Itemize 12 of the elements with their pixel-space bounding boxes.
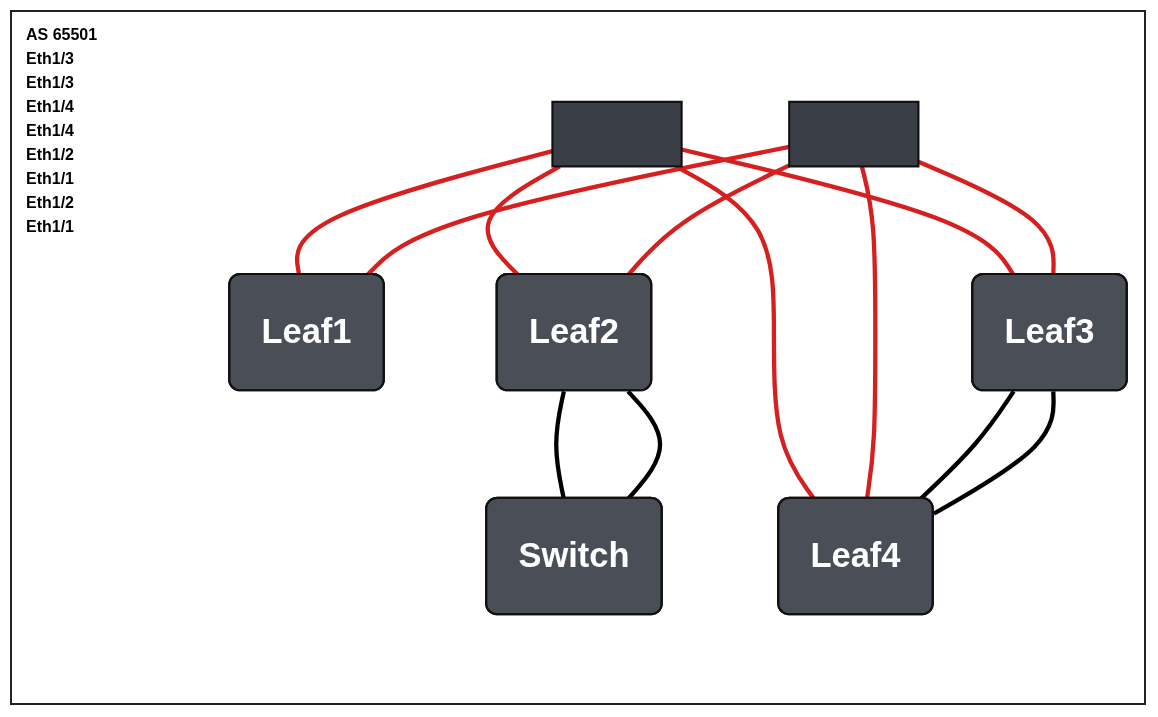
port-label: Eth1/3 [26, 50, 75, 68]
node-box [551, 100, 683, 167]
port-label: AS 65501 [26, 26, 99, 44]
port-label: Eth1/2 [26, 194, 75, 212]
port-label: Eth1/1 [26, 218, 75, 236]
port-label: Eth1/2 [26, 146, 75, 164]
port-label: Eth1/1 [26, 170, 75, 188]
port-label: Eth1/4 [26, 98, 75, 116]
port-label: Eth1/3 [26, 74, 75, 92]
connector [932, 390, 1056, 516]
node-box [788, 100, 920, 167]
port-label: Eth1/4 [26, 122, 75, 140]
